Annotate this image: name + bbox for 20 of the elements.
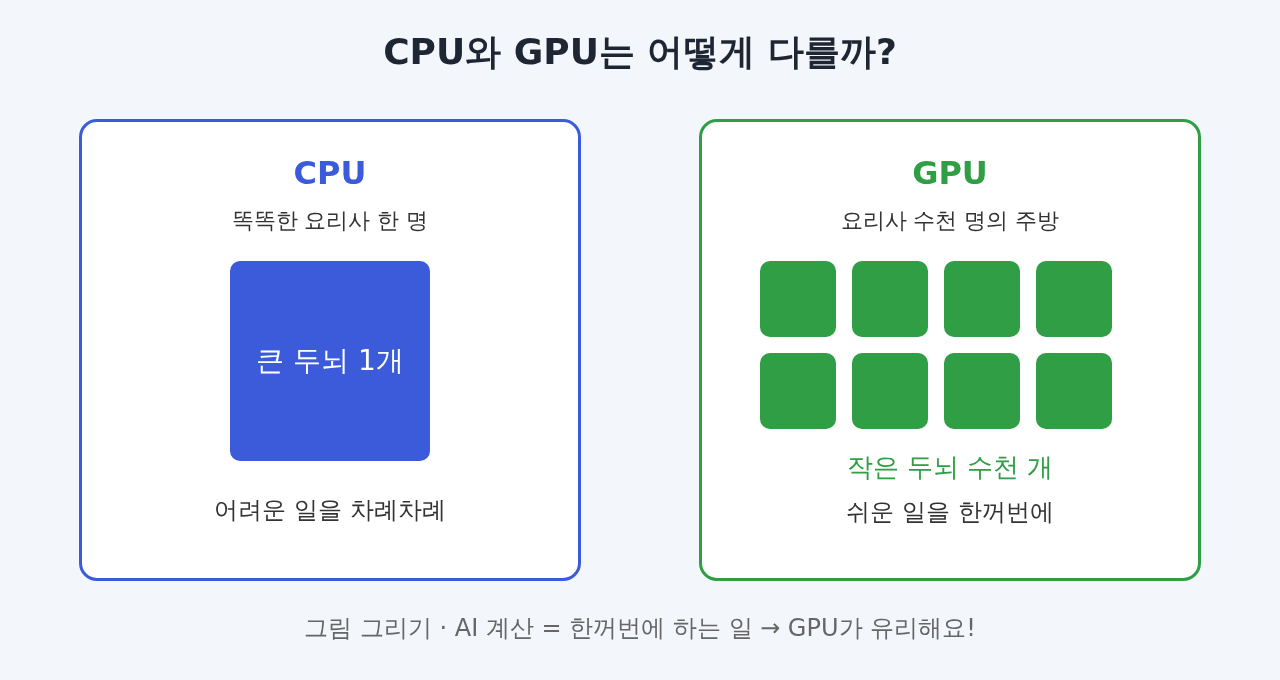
core-square	[852, 353, 928, 429]
panel	[79, 119, 581, 581]
panel-note: 쉬운 일을 한꺼번에	[845, 497, 1055, 528]
panel-highlight: 작은 두뇌 수천 개	[845, 451, 1055, 484]
panel-heading: CPU	[292, 154, 368, 192]
core-square	[1036, 353, 1112, 429]
panel-heading: GPU	[911, 154, 989, 192]
core-square	[760, 353, 836, 429]
panel-subtitle: 똑똑한 요리사 한 명	[230, 207, 430, 235]
core-square	[944, 261, 1020, 337]
title: CPU와 GPU는 어떻게 다를까?	[382, 30, 898, 74]
core-square	[1036, 261, 1112, 337]
caption: 그림 그리기 · AI 계산 = 한꺼번에 하는 일 → GPU가 유리해요!	[303, 613, 977, 644]
core-square	[852, 261, 928, 337]
core-square	[760, 261, 836, 337]
panel	[699, 119, 1201, 581]
core-block: 큰 두뇌 1개	[230, 261, 430, 461]
core-square	[944, 353, 1020, 429]
panel-subtitle: 요리사 수천 명의 주방	[839, 207, 1061, 235]
panel-note: 어려운 일을 차례차례	[213, 495, 447, 526]
